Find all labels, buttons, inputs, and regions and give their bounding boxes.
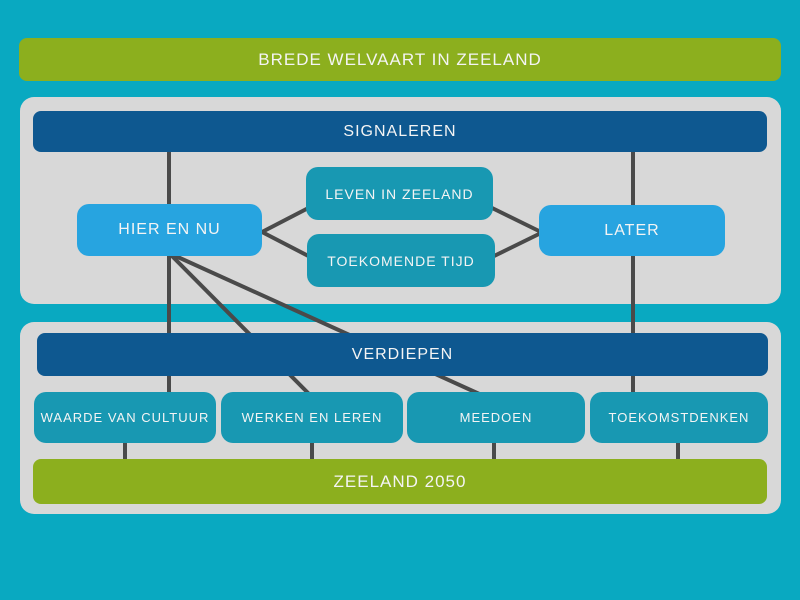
node-toekomstdenken: TOEKOMSTDENKEN (590, 392, 768, 443)
node-waarde-van-cultuur: WAARDE VAN CULTUUR (34, 392, 216, 443)
verdiepen-header: VERDIEPEN (37, 333, 768, 376)
zeeland-2050-banner: ZEELAND 2050 (33, 459, 767, 504)
node-werken-en-leren: WERKEN EN LEREN (221, 392, 403, 443)
title-banner: BREDE WELVAART IN ZEELAND (19, 38, 781, 81)
edge-leven-in-zeeland-later (485, 203, 542, 234)
node-meedoen: MEEDOEN (407, 392, 585, 443)
node-toekomende-tijd: TOEKOMENDE TIJD (307, 234, 495, 287)
node-hier-en-nu: HIER EN NU (77, 204, 262, 256)
node-later: LATER (539, 205, 725, 256)
edge-toekomende-tijd-later (487, 231, 542, 261)
node-leven-in-zeeland: LEVEN IN ZEELAND (306, 167, 493, 220)
signaleren-header: SIGNALEREN (33, 111, 767, 152)
